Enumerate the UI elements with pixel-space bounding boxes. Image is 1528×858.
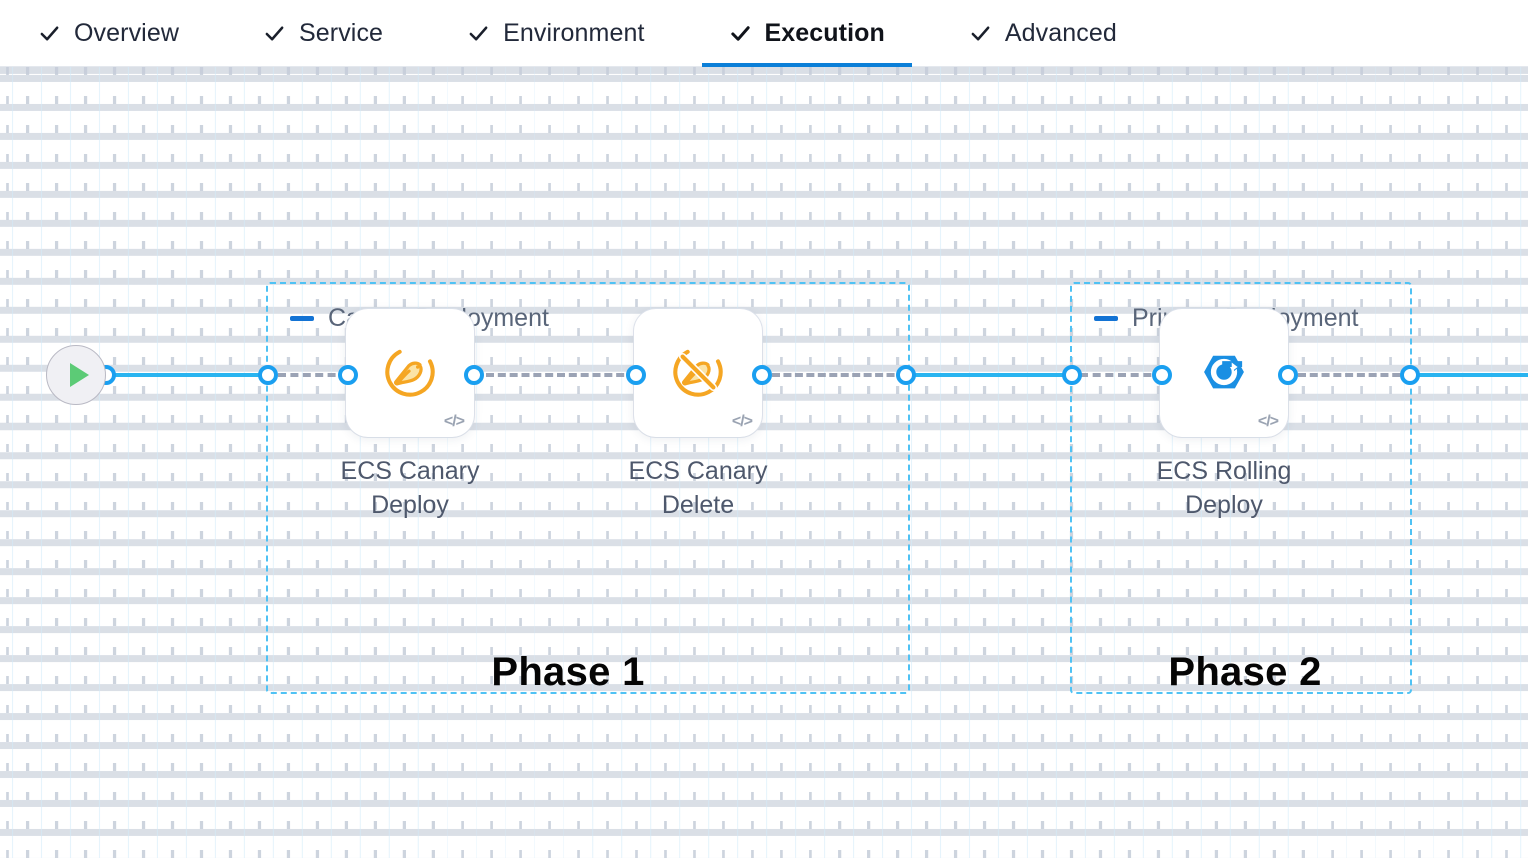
pipeline-canvas[interactable]: Canary Deployment Primary Deployment (0, 67, 1528, 858)
port-group2-output[interactable] (1400, 365, 1420, 385)
tab-advanced[interactable]: Advanced (969, 0, 1117, 67)
tab-execution[interactable]: Execution (701, 0, 913, 67)
port-group1-input[interactable] (258, 365, 278, 385)
port-node3-output[interactable] (1278, 365, 1298, 385)
port-node2-input[interactable] (626, 365, 646, 385)
minus-icon[interactable] (290, 316, 314, 321)
check-icon (969, 22, 992, 45)
wire-node1-to-node2 (486, 373, 636, 377)
wire-start-to-group1 (100, 373, 272, 377)
phase-2-caption: Phase 2 (1168, 650, 1322, 694)
wire-group2-to-right-edge (1418, 373, 1528, 377)
code-badge-icon[interactable]: </> (1257, 413, 1279, 430)
phase-1-caption: Phase 1 (491, 650, 645, 694)
code-badge-icon[interactable]: </> (443, 413, 465, 430)
check-icon (467, 22, 490, 45)
check-icon (263, 22, 286, 45)
tab-environment-label: Environment (503, 18, 645, 47)
wire-node3-to-group2-exit (1298, 373, 1412, 377)
check-icon (729, 22, 752, 45)
tab-overview[interactable]: Overview (38, 0, 179, 67)
check-icon (38, 22, 61, 45)
wizard-tab-bar: Overview Service Environment Execution (0, 0, 1528, 67)
code-badge-icon[interactable]: </> (731, 413, 753, 430)
port-group2-input[interactable] (1062, 365, 1082, 385)
tab-environment[interactable]: Environment (467, 0, 644, 67)
tab-execution-label: Execution (764, 18, 885, 47)
node-ecs-canary-deploy[interactable]: </> (346, 309, 474, 437)
tab-advanced-label: Advanced (1004, 18, 1117, 47)
play-icon (69, 363, 89, 387)
node-ecs-rolling-deploy[interactable]: </> (1160, 309, 1288, 437)
pipeline-start-node[interactable] (46, 345, 106, 405)
node-ecs-rolling-deploy-label: ECS Rolling Deploy (1156, 457, 1292, 519)
wire-port-to-node3 (1080, 373, 1164, 377)
canary-deploy-icon (346, 343, 474, 401)
wire-port1-to-node1 (278, 373, 348, 377)
node-ecs-canary-delete-label: ECS Canary Delete (628, 457, 768, 519)
wire-group1-to-group2 (912, 373, 1074, 377)
port-node1-input[interactable] (338, 365, 358, 385)
minus-icon[interactable] (1094, 316, 1118, 321)
rolling-deploy-icon (1160, 343, 1288, 401)
port-group1-output[interactable] (896, 365, 916, 385)
wire-node2-to-group1-exit (772, 373, 906, 377)
node-ecs-canary-deploy-label: ECS Canary Deploy (340, 457, 480, 519)
port-node1-output[interactable] (464, 365, 484, 385)
node-ecs-canary-delete[interactable]: </> (634, 309, 762, 437)
port-node2-output[interactable] (752, 365, 772, 385)
tab-service[interactable]: Service (263, 0, 383, 67)
tab-service-label: Service (299, 18, 384, 47)
tab-overview-label: Overview (74, 18, 179, 47)
port-node3-input[interactable] (1152, 365, 1172, 385)
canary-delete-icon (634, 343, 762, 401)
